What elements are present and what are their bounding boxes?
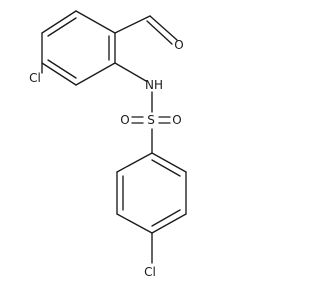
- bond-lower-ring-4: [116, 213, 153, 234]
- bond-lower-ring-6: [116, 152, 153, 173]
- bond-upper-ring-6-inner: [47, 17, 77, 37]
- bond-ring-to-cho: [114, 15, 151, 34]
- bond-upper-ring-6: [41, 10, 77, 34]
- bond-upper-ring-4: [41, 62, 77, 86]
- bond-ring-to-nh: [114, 62, 147, 82]
- atom-label-o-left: O: [120, 113, 129, 127]
- bond-lower-ring-1: [151, 152, 187, 173]
- label-backgrounds: [25, 37, 187, 280]
- bond-lower-ring-3-inner: [151, 209, 181, 227]
- atom-label-s: S: [147, 113, 155, 127]
- atom-label-cl-bottom: Cl: [144, 265, 156, 279]
- bond-cho-co-inner: [146, 20, 173, 45]
- bond-cho-co-outer: [149, 15, 178, 41]
- bond-upper-ring-3: [75, 62, 116, 86]
- bond-lower-ring-1-inner: [151, 159, 181, 177]
- atom-label-nh: NH: [145, 78, 163, 92]
- atom-label-o-right: O: [172, 113, 181, 127]
- atom-label-o-aldehyde: O: [174, 38, 183, 52]
- bond-lower-ring-3: [151, 213, 187, 234]
- bond-upper-ring-1: [75, 10, 116, 34]
- bond-upper-ring-4-inner: [47, 59, 77, 79]
- upper-ring: [41, 10, 116, 86]
- chemical-structure-diagram: O Cl NH S O O Cl: [25, 10, 187, 280]
- atom-label-cl-top: Cl: [29, 71, 41, 85]
- lower-ring: [116, 152, 187, 234]
